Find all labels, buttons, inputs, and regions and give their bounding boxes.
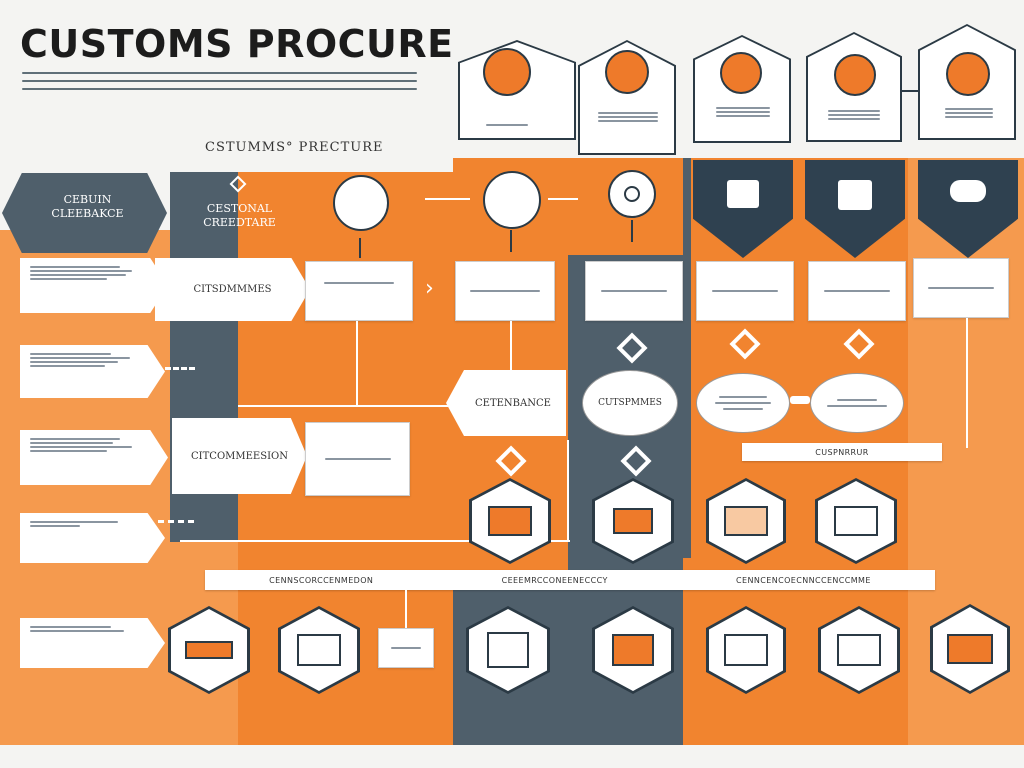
container-icon-2	[838, 180, 872, 210]
connector-v5	[405, 590, 407, 630]
bottom-bar-label-1: CENNSCORCCENMEDON	[269, 575, 374, 585]
step-box-8	[378, 628, 434, 668]
factory-icon	[483, 171, 541, 229]
step-box-6	[913, 258, 1009, 318]
arrow-1	[425, 198, 470, 200]
storefront-icon	[837, 634, 881, 666]
storefront-icon	[834, 506, 878, 536]
row-1-text-arrow	[20, 258, 168, 313]
row-4-text-arrow	[20, 513, 165, 563]
tools-icon	[483, 48, 531, 96]
row-1-label-arrow: CITSDMMMES	[155, 258, 310, 321]
arrow-3	[510, 230, 512, 252]
oval-4	[810, 373, 904, 433]
dash-marks-1	[165, 367, 195, 373]
row-5-text-arrow	[20, 618, 165, 668]
factory-icon-dot	[624, 186, 640, 202]
title-underline	[22, 72, 417, 96]
step-box-1	[305, 261, 413, 321]
row-2-text-arrow	[20, 345, 165, 398]
warehouse-icon	[297, 634, 341, 666]
step-box-2	[455, 261, 555, 321]
page-title: CUSTOMS PROCURE	[20, 22, 454, 66]
dash-marks-2	[158, 520, 194, 526]
factory-icon	[487, 632, 529, 668]
connector-h2	[180, 540, 570, 542]
bottom-bar-label-3: CENNCENCOECNNCCENCCMME	[736, 575, 871, 585]
crate-icon	[608, 170, 656, 218]
hex-card-10	[818, 606, 900, 694]
row-3-label: CITCOMMEESION	[191, 450, 288, 462]
forklift-icon	[950, 180, 986, 202]
hex-card-7	[466, 606, 550, 694]
shelter-icon	[724, 506, 768, 536]
oval-2-label: CUTSPMMES	[598, 398, 662, 408]
hammer-icon	[834, 54, 876, 96]
connector-v4	[567, 440, 569, 540]
truck-icon	[720, 52, 762, 94]
arrow-4	[631, 220, 633, 242]
truck-icon	[185, 641, 233, 659]
arrow-chevron: ›	[425, 276, 434, 301]
bottom-bar-label-2: CEEEMRCCONEENECCCY	[501, 575, 608, 585]
row-3-text-arrow	[20, 430, 168, 485]
row-1-label: CITSDMMMES	[193, 284, 272, 295]
background-panel-slate-4	[683, 158, 691, 558]
step-box-7	[305, 422, 410, 496]
row-3-label-arrow: CITCOMMEESION	[172, 418, 307, 494]
oval-connector	[790, 396, 810, 404]
step-box-5	[808, 261, 906, 321]
person-icon	[946, 52, 990, 96]
container-icon	[333, 175, 389, 231]
side-bar-label: CUSPNRRUR	[815, 447, 869, 457]
step-box-4	[696, 261, 794, 321]
column-header-label: CESTONAL CREEDTARE	[203, 202, 276, 230]
oval-1: CETENBANCE	[446, 370, 566, 436]
left-banner	[2, 173, 167, 253]
bottom-bar: CENNSCORCCENMEDON CEEEMRCCONEENECCCY CEN…	[205, 570, 935, 590]
card-4-label	[828, 108, 880, 122]
connector-v2	[510, 321, 512, 373]
oval-2: CUTSPMMES	[582, 370, 678, 436]
container-icon	[612, 634, 654, 666]
hex-card-6	[278, 606, 360, 694]
side-bar: CUSPNRRUR	[742, 443, 942, 461]
ship-icon	[605, 50, 649, 94]
left-banner-label: CEBUIN CLEEBAKCE	[51, 193, 124, 221]
forklift-icon	[947, 634, 993, 664]
card-1-label	[486, 122, 528, 128]
connector-top	[902, 90, 918, 92]
connector-v1	[356, 321, 358, 406]
oval-3	[696, 373, 790, 433]
card-3-label	[716, 105, 770, 119]
warehouse-icon	[488, 506, 532, 536]
oval-1-label: CETENBANCE	[475, 397, 551, 409]
hex-card-8	[592, 606, 674, 694]
hex-card-9	[706, 606, 786, 694]
connector-v3	[966, 318, 968, 448]
shelter-icon	[724, 634, 768, 666]
crate-icon	[613, 508, 653, 534]
arrow-5	[359, 238, 361, 258]
arrow-2	[548, 198, 578, 200]
diagram-subtitle: CSTUMMS° PRECTURE	[205, 140, 384, 155]
warehouse-icon	[727, 180, 759, 208]
card-2-label	[598, 110, 658, 124]
hex-card-5	[168, 606, 250, 694]
step-box-3	[585, 261, 683, 321]
card-5-label	[945, 106, 993, 120]
connector-h1	[238, 405, 448, 407]
